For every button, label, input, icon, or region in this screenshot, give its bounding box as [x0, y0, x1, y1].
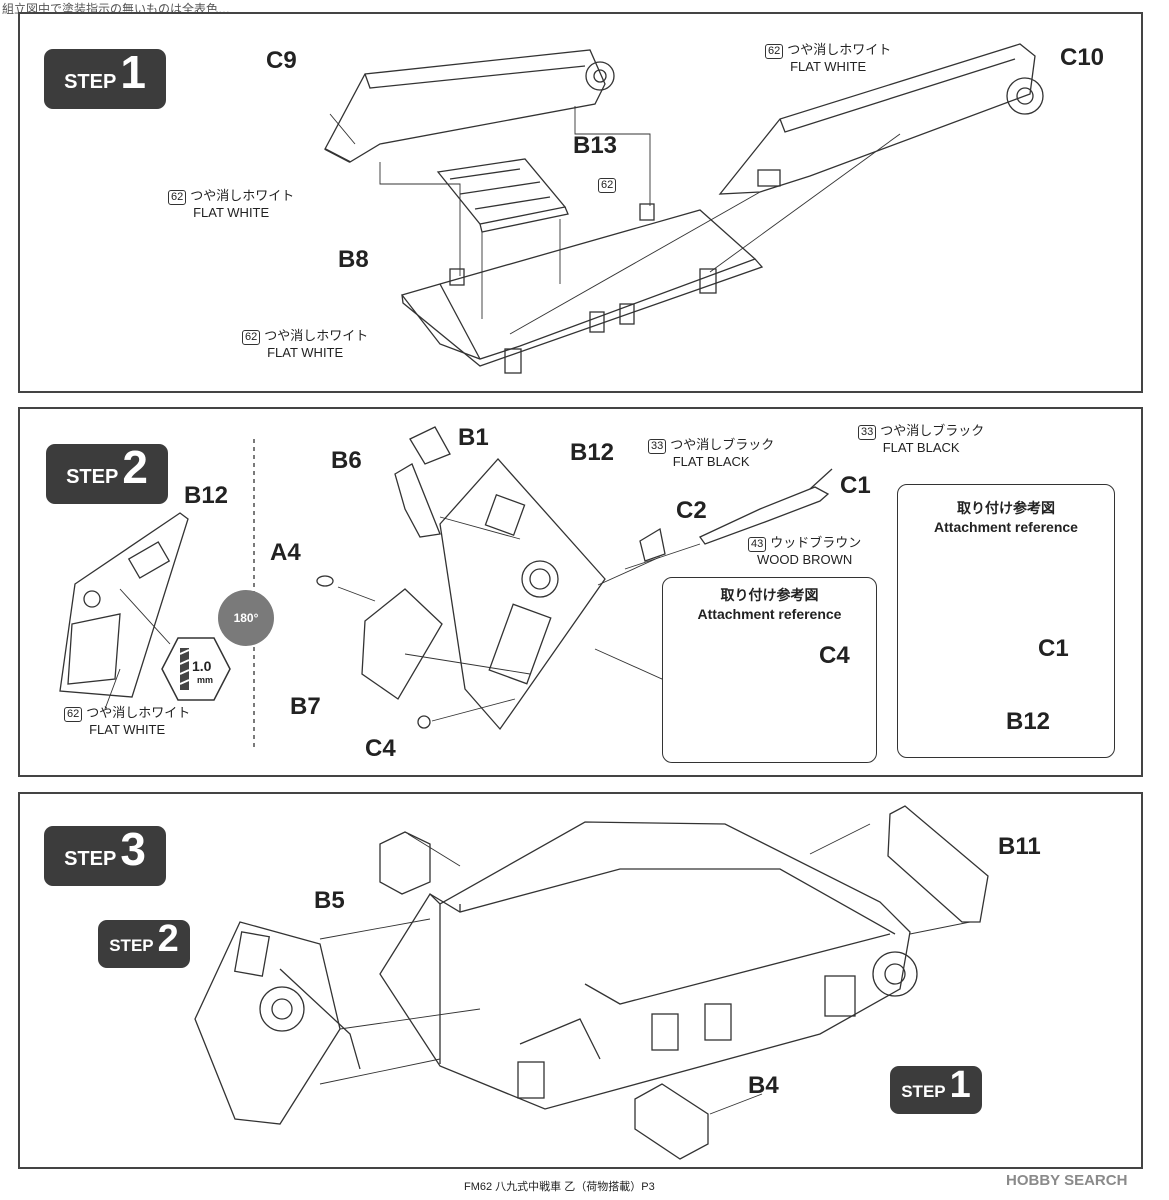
part-label-c4: C4	[819, 642, 850, 669]
part-label-c1: C1	[840, 472, 871, 499]
rotate-180-icon: 180°	[218, 590, 274, 646]
drill-hole-icon	[161, 637, 231, 701]
part-label-b4: B4	[748, 1072, 779, 1099]
part-label-c9: C9	[266, 47, 297, 74]
part-label-b8: B8	[338, 246, 369, 273]
attachment-ref-title-en: Attachment reference	[934, 519, 1078, 535]
attachment-ref-title-jp: 取り付け参考図	[957, 500, 1055, 516]
hobby-search-watermark: HOBBY SEARCH	[1006, 1172, 1128, 1189]
attachment-ref-title-en: Attachment reference	[697, 606, 842, 622]
part-label-b5: B5	[314, 887, 345, 914]
drill-size-value: 1.0	[192, 658, 212, 674]
part-label-b7: B7	[290, 693, 321, 720]
attachment-reference-box: 取り付け参考図 Attachment reference C1 B12	[897, 484, 1115, 758]
paint-callout-number: 62	[598, 176, 620, 193]
step3-drawing	[194, 805, 989, 1160]
step1-drawing	[324, 43, 1044, 374]
part-label-b6: B6	[331, 447, 362, 474]
page-footer: FM62 八九式中戦車 乙（荷物搭載）P3	[464, 1181, 655, 1193]
attachment-reference-box: 取り付け参考図 Attachment reference C4	[662, 577, 877, 763]
part-label-c2: C2	[676, 497, 707, 524]
part-label-b13: B13	[573, 132, 618, 159]
part-label-b12: B12	[184, 482, 229, 509]
part-label-b11: B11	[998, 833, 1041, 860]
part-label-b12: B12	[570, 439, 615, 466]
part-label-c4: C4	[365, 735, 396, 762]
part-label-c10: C10	[1060, 44, 1105, 71]
part-label-b12: B12	[1006, 708, 1051, 735]
part-label-b1: B1	[458, 424, 489, 451]
drill-size-unit: mm	[197, 675, 214, 685]
part-label-c1: C1	[1038, 635, 1069, 662]
attachment-ref-title-jp: 取り付け参考図	[720, 587, 819, 603]
part-label-a4: A4	[270, 539, 301, 566]
